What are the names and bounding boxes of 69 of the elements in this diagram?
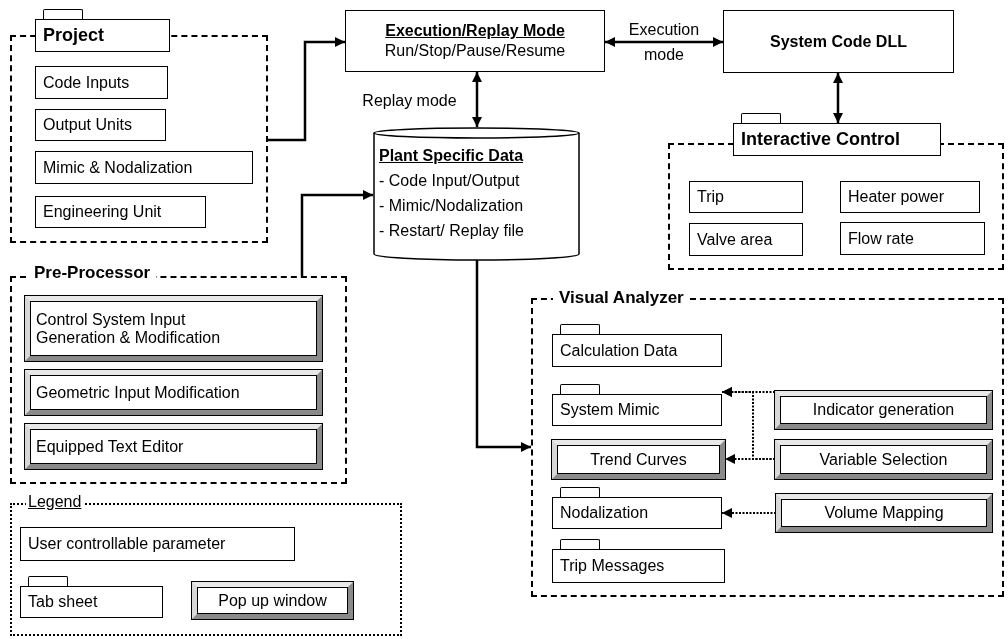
database-title: Plant Specific Data [379,146,524,166]
parameter-label: Mimic & Nodalization [43,158,193,177]
tab-sheet [552,384,722,426]
list-item: - Restart/ Replay file [379,221,524,241]
edge-label: Execution mode [627,20,701,65]
tab-label: Nodalization [560,504,649,522]
dashed-group [10,263,347,484]
box-text: Run/Stop/Pause/Resume [384,41,566,61]
parameter-box [35,109,166,141]
tab-sheet [35,9,170,52]
group-title: Project [43,25,105,46]
tab-label: System Mimic [560,401,660,419]
tab-sheet [552,539,725,583]
popup-window [552,440,725,479]
parameter-box [35,151,253,184]
tab-sheet [733,113,941,156]
process-box [345,10,605,72]
tab-label: Trip Messages [560,557,665,575]
parameter-label: Engineering Unit [43,203,162,221]
list-item: - Mimic/Nodalization [379,196,524,216]
arrow [472,72,482,127]
legend-sample: User controllable parameter [20,527,295,561]
parameter-label: Code Inputs [43,73,130,92]
parameter-box [689,223,803,256]
parameter-label: Trip [697,188,724,206]
window-label: Volume Mapping [824,504,944,522]
tab-sheet [552,324,722,367]
dotted-arrow [721,508,777,518]
parameter-label: Output Units [43,116,132,134]
dashed-group [531,288,1004,597]
window-label: Geometric Input Modification [36,383,240,402]
arrow [300,190,373,276]
dashed-group [668,143,1004,270]
group-title: Visual Analyzer [553,288,690,308]
arrow [833,73,843,123]
window-label: Control System Input Generation & Modification [36,310,222,347]
parameter-label: Flow rate [848,229,914,248]
legend-title: Legend [26,493,84,511]
tab-label: Calculation Data [560,341,678,360]
window-label: Equipped Text Editor [36,437,184,456]
process-box [723,10,954,73]
arrow [605,37,723,47]
popup-window [25,424,322,469]
tab-sheet [552,487,722,529]
parameter-label: Heater power [848,188,945,206]
parameter-box [689,181,803,213]
edge-label: Replay mode [361,91,458,111]
box-title: System Code DLL [770,31,907,52]
window-label: Trend Curves [590,450,687,469]
legend-sample: Pop up window [192,582,353,619]
arrow [268,37,345,142]
parameter-box [35,196,206,228]
parameter-box [840,181,980,213]
legend-sample: Tab sheet [20,576,163,618]
window-label: Indicator generation [812,401,955,419]
popup-window [25,296,322,361]
popup-window [775,391,992,429]
box-title: Execution/Replay Mode [385,21,565,41]
parameter-box [35,66,168,99]
window-label: Variable Selection [819,450,948,469]
parameter-box [840,222,985,255]
arrow [475,260,531,452]
group-title: Interactive Control [741,129,901,150]
popup-window [776,494,992,532]
database-cylinder [373,127,580,260]
popup-window [775,440,992,479]
parameter-label: Valve area [697,230,773,249]
list-item: - Code Input/Output [379,171,521,191]
popup-window [25,370,322,415]
